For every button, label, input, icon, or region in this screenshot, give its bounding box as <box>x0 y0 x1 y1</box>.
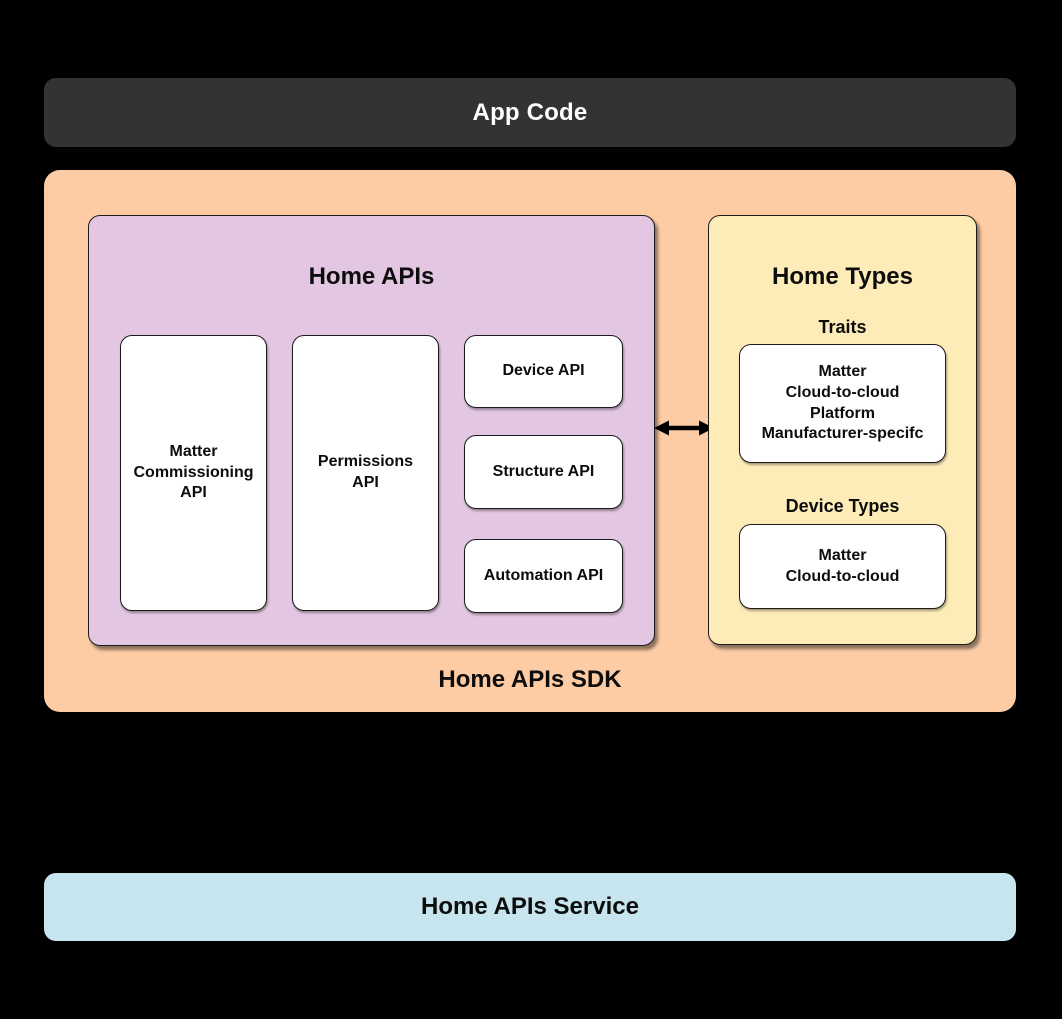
home-types-panel: Home Types Traits Matter Cloud-to-cloud … <box>708 215 977 645</box>
home-apis-title: Home APIs <box>308 263 435 290</box>
matter-commissioning-api-label: Matter Commissioning API <box>133 442 254 502</box>
trait-item: Platform <box>810 404 875 422</box>
structure-api-box: Structure API <box>464 435 623 509</box>
home-apis-service-label: Home APIs Service <box>421 893 639 920</box>
structure-api-label: Structure API <box>492 462 595 480</box>
trait-item: Matter <box>818 362 867 380</box>
home-apis-sdk-label: Home APIs SDK <box>438 666 622 693</box>
matter-commissioning-api-box: Matter Commissioning API <box>120 335 267 611</box>
device-api-label: Device API <box>502 362 585 380</box>
trait-item: Manufacturer-specifc <box>761 425 924 443</box>
app-code-label: App Code <box>472 98 588 126</box>
automation-api-label: Automation API <box>483 566 604 584</box>
permissions-api-label: Permissions API <box>317 453 414 491</box>
bidirectional-arrow-icon <box>654 420 714 436</box>
device-api-box: Device API <box>464 335 623 408</box>
device-type-item: Cloud-to-cloud <box>785 567 900 585</box>
device-types-box: Matter Cloud-to-cloud <box>739 524 946 609</box>
home-apis-service-box: Home APIs Service <box>44 873 1016 941</box>
device-types-label: Device Types <box>785 496 900 516</box>
home-types-title: Home Types <box>772 263 913 290</box>
automation-api-box: Automation API <box>464 539 623 613</box>
traits-box: Matter Cloud-to-cloud Platform Manufactu… <box>739 344 946 463</box>
permissions-api-box: Permissions API <box>292 335 439 611</box>
app-code-box: App Code <box>44 78 1016 147</box>
trait-item: Cloud-to-cloud <box>785 383 900 401</box>
home-apis-panel: Home APIs Matter Commissioning API Permi… <box>88 215 655 646</box>
traits-label: Traits <box>818 317 867 337</box>
device-type-item: Matter <box>818 546 867 564</box>
home-apis-sdk-box: Home APIs Matter Commissioning API Permi… <box>44 170 1016 712</box>
